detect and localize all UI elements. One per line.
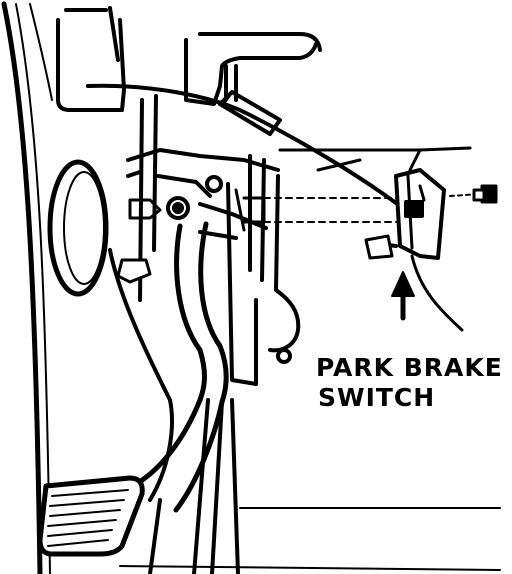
- pointer-arrow: [391, 271, 415, 321]
- steering-column-mount: [184, 32, 322, 106]
- dash-pad: [56, 6, 126, 112]
- panel-oval-opening: [47, 159, 109, 297]
- parking-brake-pedal-arm: [108, 182, 258, 513]
- park-brake-switch: [364, 168, 446, 260]
- park-brake-switch-label-line1: PARK BRAKE: [316, 353, 503, 382]
- switch-wire: [410, 254, 464, 332]
- projection-lines: [242, 196, 401, 224]
- mounting-bolt: [449, 184, 498, 204]
- pedal-support-bracket: [116, 94, 301, 364]
- pedal-pad: [37, 475, 145, 557]
- park-brake-switch-label-line2: SWITCH: [318, 383, 436, 412]
- firewall-panel: [1, 1, 53, 574]
- floor-line: [119, 507, 501, 571]
- lower-rods: [148, 398, 240, 574]
- dash-shelf: [278, 146, 472, 172]
- brake-release-cable: [86, 83, 402, 208]
